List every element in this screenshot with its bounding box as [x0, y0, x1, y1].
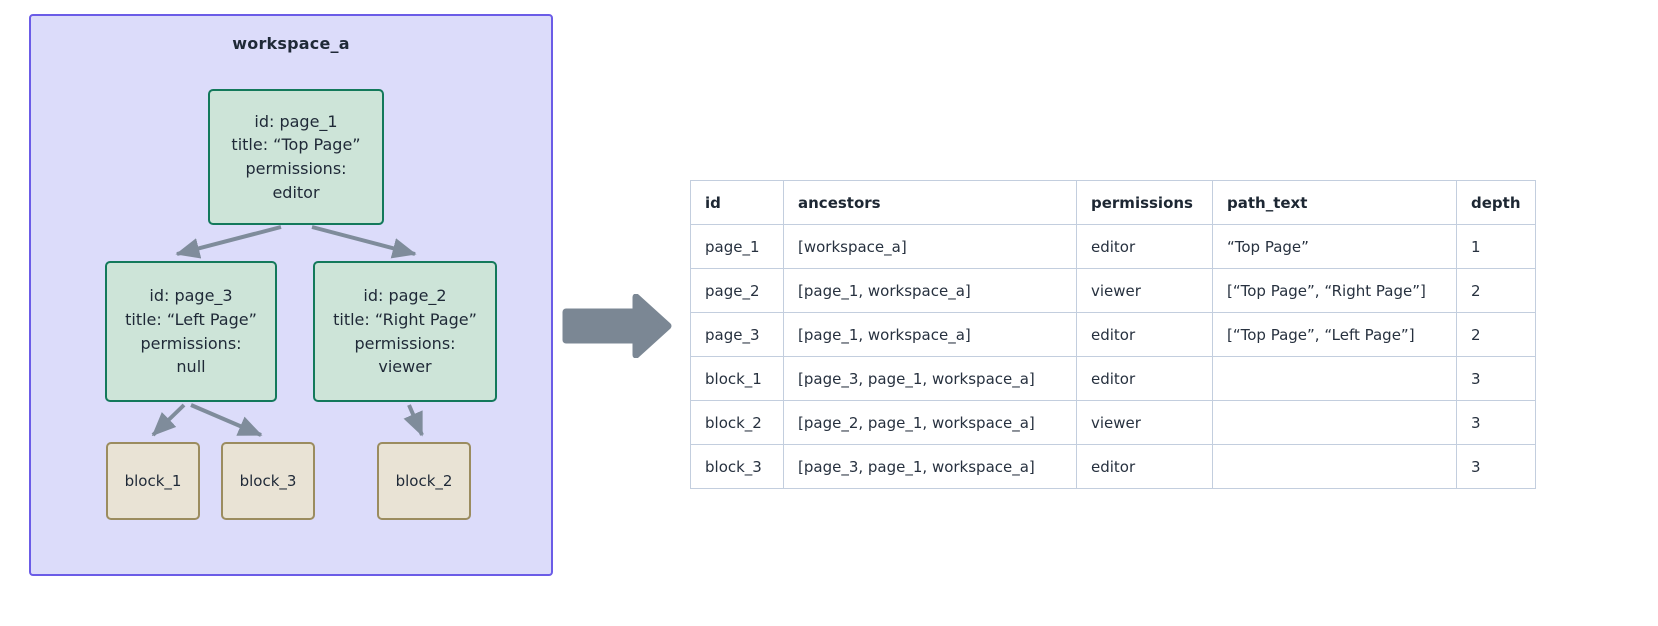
cell-depth: 2: [1456, 312, 1536, 357]
cell-ancestors: [page_3, page_1, workspace_a]: [783, 444, 1077, 489]
node-page-1-line-3: editor: [272, 182, 320, 202]
cell-ancestors: [workspace_a]: [783, 224, 1077, 269]
cell-depth: 3: [1456, 356, 1536, 401]
cell-id: page_3: [690, 312, 784, 357]
cell-id: block_1: [690, 356, 784, 401]
workspace-title: workspace_a: [232, 34, 350, 53]
result-table-container: id ancestors permissions path_text depth…: [690, 180, 1536, 489]
table-row[interactable]: block_2 [page_2, page_1, workspace_a] vi…: [690, 400, 1536, 445]
cell-id: page_1: [690, 224, 784, 269]
cell-permissions: viewer: [1076, 400, 1213, 445]
workspace-container: workspace_a id: page_1 title: “Top Page”…: [29, 14, 553, 576]
column-header-ancestors[interactable]: ancestors: [783, 180, 1077, 225]
node-page-3-line-1: title: “Left Page”: [125, 309, 257, 329]
flow-right-arrow: [562, 294, 672, 358]
cell-id: block_3: [690, 444, 784, 489]
table-row[interactable]: page_3 [page_1, workspace_a] editor [“To…: [690, 312, 1536, 357]
cell-permissions: editor: [1076, 312, 1213, 357]
cell-permissions: editor: [1076, 356, 1213, 401]
table-row[interactable]: block_3 [page_3, page_1, workspace_a] ed…: [690, 444, 1536, 489]
cell-depth: 1: [1456, 224, 1536, 269]
cell-permissions: editor: [1076, 224, 1213, 269]
node-page-1-line-2: permissions:: [245, 159, 347, 178]
node-page-1-line-1: title: “Top Page”: [231, 135, 361, 155]
cell-ancestors: [page_3, page_1, workspace_a]: [783, 356, 1077, 401]
node-page-2-line-3: viewer: [378, 357, 432, 377]
node-block-1[interactable]: block_1: [106, 442, 200, 520]
node-page-1-line-0: id: page_1: [254, 111, 338, 131]
edge-page3-block3: [190, 403, 263, 437]
edge-page2-block2: [403, 404, 424, 437]
table-row[interactable]: page_2 [page_1, workspace_a] viewer [“To…: [690, 268, 1536, 313]
cell-depth: 3: [1456, 400, 1536, 445]
result-table: id ancestors permissions path_text depth…: [690, 180, 1536, 489]
cell-permissions: viewer: [1076, 268, 1213, 313]
column-header-permissions[interactable]: permissions: [1076, 180, 1213, 225]
cell-permissions: editor: [1076, 444, 1213, 489]
table-header-row: id ancestors permissions path_text depth: [690, 180, 1536, 225]
node-page-2-line-1: title: “Right Page”: [333, 309, 477, 329]
node-block-2[interactable]: block_2: [377, 442, 471, 520]
node-page-3[interactable]: id: page_3 title: “Left Page” permission…: [105, 261, 277, 402]
node-block-3-label: block_3: [239, 472, 297, 490]
edge-page1-page2: [311, 225, 417, 259]
column-header-depth[interactable]: depth: [1456, 180, 1536, 225]
node-block-3[interactable]: block_3: [221, 442, 315, 520]
node-block-1-label: block_1: [124, 472, 182, 490]
cell-path-text: [1212, 400, 1457, 445]
node-page-2-line-0: id: page_2: [363, 286, 447, 306]
cell-id: page_2: [690, 268, 784, 313]
node-page-2-line-2: permissions:: [354, 333, 456, 353]
cell-path-text: [“Top Page”, “Right Page”]: [1212, 268, 1457, 313]
table-row[interactable]: block_1 [page_3, page_1, workspace_a] ed…: [690, 356, 1536, 401]
cell-depth: 3: [1456, 444, 1536, 489]
cell-ancestors: [page_2, page_1, workspace_a]: [783, 400, 1077, 445]
table-row[interactable]: page_1 [workspace_a] editor “Top Page” 1: [690, 224, 1536, 269]
column-header-path-text[interactable]: path_text: [1212, 180, 1457, 225]
column-header-id[interactable]: id: [690, 180, 784, 225]
cell-path-text: “Top Page”: [1212, 224, 1457, 269]
node-page-3-line-3: null: [176, 357, 206, 377]
cell-id: block_2: [690, 400, 784, 445]
cell-path-text: [1212, 444, 1457, 489]
node-page-3-line-2: permissions:: [140, 333, 242, 353]
edge-page3-block1: [151, 403, 186, 437]
cell-path-text: [1212, 356, 1457, 401]
node-page-2[interactable]: id: page_2 title: “Right Page” permissio…: [313, 261, 497, 402]
node-page-3-line-0: id: page_3: [149, 286, 233, 306]
node-block-2-label: block_2: [395, 472, 453, 490]
cell-ancestors: [page_1, workspace_a]: [783, 312, 1077, 357]
cell-path-text: [“Top Page”, “Left Page”]: [1212, 312, 1457, 357]
cell-ancestors: [page_1, workspace_a]: [783, 268, 1077, 313]
edge-page1-page3: [175, 225, 282, 259]
cell-depth: 2: [1456, 268, 1536, 313]
node-page-1[interactable]: id: page_1 title: “Top Page” permissions…: [208, 89, 384, 225]
